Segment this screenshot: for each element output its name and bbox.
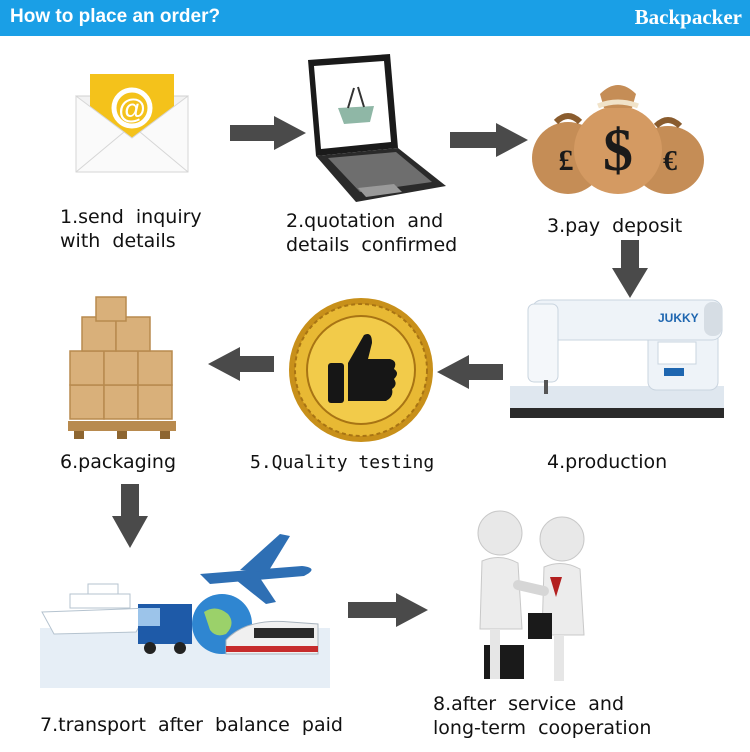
- arrow-left-icon: [437, 355, 503, 389]
- step-4-label: 4.production: [547, 451, 668, 473]
- handshake-icon: [477, 510, 585, 681]
- thumbs-up-seal-icon: [289, 298, 433, 442]
- arrow-left-icon: [208, 347, 274, 381]
- step-6-label: 6.packaging: [60, 451, 177, 473]
- step-3-label: 3.pay deposit: [547, 215, 683, 237]
- header-bar: How to place an order? Backpacker: [0, 0, 750, 36]
- step-2-label: 2.quotation and details confirmed: [286, 210, 458, 256]
- arrow-down-icon: [612, 240, 648, 298]
- svg-text:$: $: [603, 117, 633, 183]
- transport-vehicles-icon: [40, 534, 330, 688]
- arrow-right-icon: [450, 123, 528, 157]
- laptop-icon: [308, 54, 446, 202]
- arrow-right-icon: [230, 116, 306, 150]
- boxes-pallet-icon: [68, 296, 176, 439]
- svg-text:£: £: [559, 144, 574, 177]
- email-envelope-icon: @: [75, 74, 189, 173]
- step-8-label: 8.after service and long-term cooperatio…: [433, 693, 652, 739]
- page-title: How to place an order?: [10, 6, 221, 27]
- sewing-machine-icon: JUKKY: [510, 299, 724, 418]
- arrow-right-icon: [348, 593, 428, 627]
- svg-text:JUKKY: JUKKY: [658, 311, 699, 325]
- step-5-label: 5.Quality testing: [250, 452, 435, 473]
- money-bags-icon: $ £ €: [532, 85, 704, 194]
- brand-logo: Backpacker: [634, 5, 742, 29]
- svg-text:@: @: [118, 93, 145, 124]
- step-7-label: 7.transport after balance paid: [40, 714, 343, 736]
- step-1-label: 1.send inquiry with details: [60, 206, 202, 252]
- arrow-down-icon: [112, 484, 148, 548]
- svg-text:€: €: [663, 146, 677, 177]
